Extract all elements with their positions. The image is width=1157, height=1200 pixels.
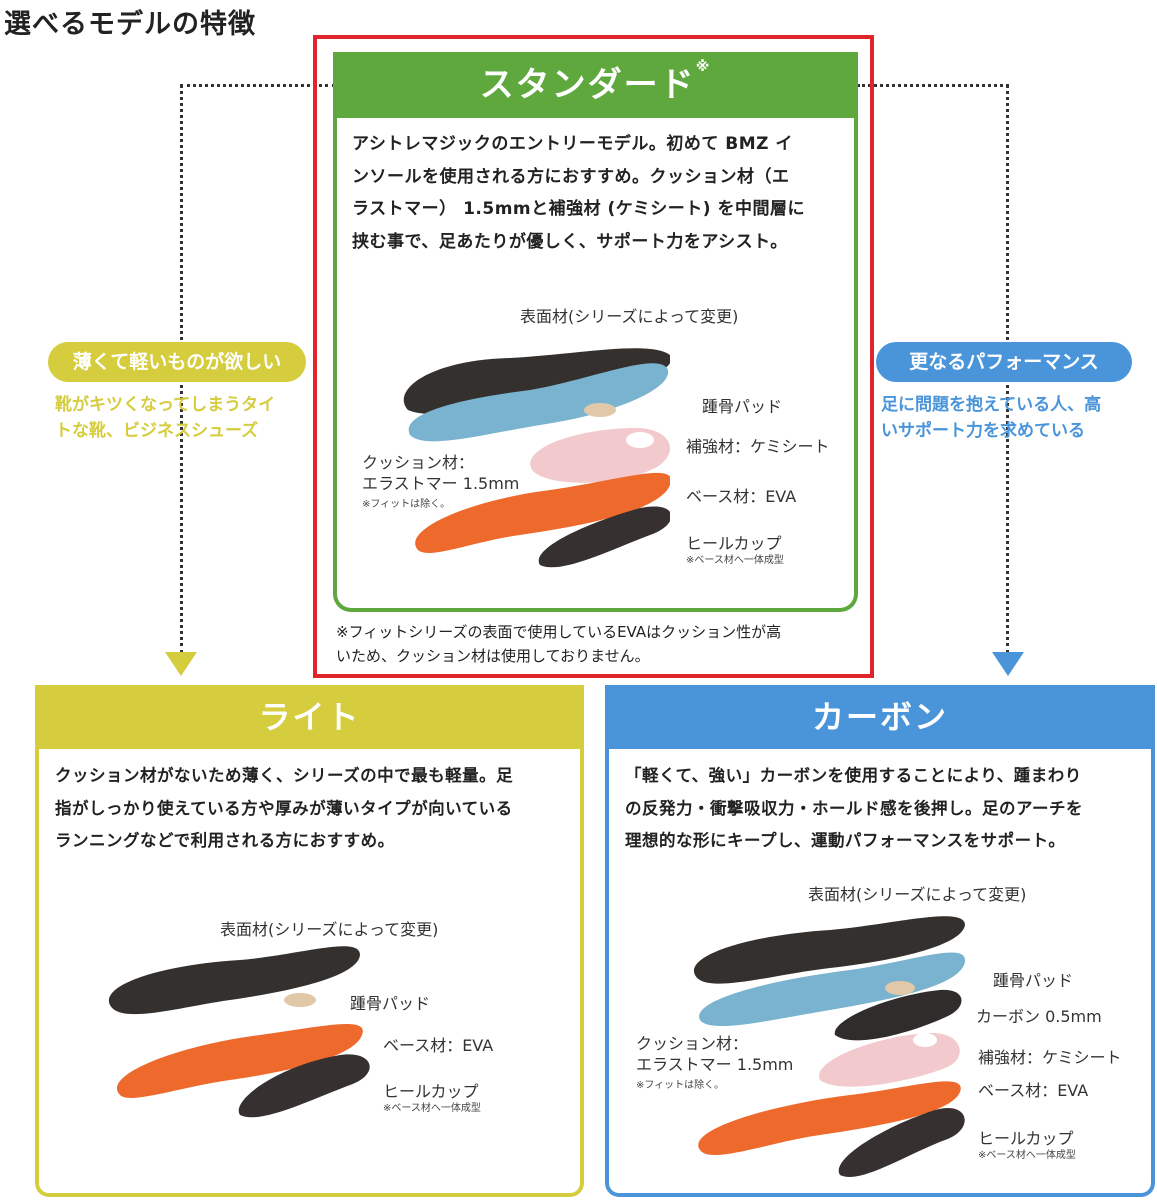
label-reinforce: 補強材：ケミシート xyxy=(686,437,830,456)
label-reinforce: 補強材：ケミシート xyxy=(978,1048,1122,1067)
label-base: ベース材：EVA xyxy=(686,487,797,506)
carbon-callout-text: 足に問題を抱えている人、高いサポート力を求めている xyxy=(881,395,1102,441)
light-insole-diagram xyxy=(108,946,370,1118)
light-description: クッション材がないため薄く、シリーズの中で最も軽量。足指がしっかり使えている方や… xyxy=(55,766,514,850)
label-heelcup-note: ※ベース材へ一体成型 xyxy=(383,1103,481,1114)
carbon-insole-diagram xyxy=(693,916,966,1177)
light-callout-text: 靴がキツくなってしまうタイトな靴、ビジネスシューズ xyxy=(55,395,276,441)
label-heelcup: ヒールカップ xyxy=(686,534,782,553)
light-header: ライト xyxy=(35,685,584,749)
standard-insole-diagram xyxy=(403,348,670,568)
label-heel-pad: 踵骨パッド xyxy=(702,397,783,416)
label-surface: 表面材(シリーズによって変更) xyxy=(220,920,439,939)
label-cushion: クッション材：エラストマー 1.5mm※フィットは除く。 xyxy=(362,453,520,510)
standard-footnote: ※フィットシリーズの表面で使用しているEVAはクッション性が高いため、クッション… xyxy=(336,623,782,665)
label-heelcup-note: ※ベース材へ一体成型 xyxy=(978,1150,1076,1161)
carbon-description: 「軽くて、強い」カーボンを使用することにより、踵まわりの反発力・衝撃吸収力・ホー… xyxy=(625,766,1084,850)
arrow-down-icon xyxy=(165,652,197,676)
standard-panel xyxy=(333,52,858,612)
carbon-panel xyxy=(605,685,1155,1197)
label-base: ベース材：EVA xyxy=(978,1081,1089,1100)
carbon-header: カーボン xyxy=(605,685,1155,749)
standard-header: スタンダード※ xyxy=(333,52,858,118)
label-base: ベース材：EVA xyxy=(383,1036,494,1055)
label-heelcup: ヒールカップ xyxy=(978,1129,1074,1148)
label-surface: 表面材(シリーズによって変更) xyxy=(520,307,739,326)
light-callout-pill: 薄くて軽いものが欲しい xyxy=(48,342,306,382)
label-heelcup: ヒールカップ xyxy=(383,1082,479,1101)
label-cushion: クッション材：エラストマー 1.5mm※フィットは除く。 xyxy=(636,1034,794,1091)
arrow-down-icon xyxy=(992,652,1024,676)
label-heel-pad: 踵骨パッド xyxy=(350,994,431,1013)
label-heelcup-note: ※ベース材へ一体成型 xyxy=(686,555,784,566)
light-panel xyxy=(35,685,584,1197)
page-title: 選べるモデルの特徴 xyxy=(4,9,256,40)
carbon-callout-pill: 更なるパフォーマンス xyxy=(876,342,1132,382)
label-carbon: カーボン 0.5mm xyxy=(976,1007,1102,1026)
highlight-frame xyxy=(313,35,874,678)
label-heel-pad: 踵骨パッド xyxy=(993,971,1074,990)
label-surface: 表面材(シリーズによって変更) xyxy=(808,885,1027,904)
standard-description: アシトレマジックのエントリーモデル。初めて BMZ インソールを使用される方にお… xyxy=(352,134,805,252)
